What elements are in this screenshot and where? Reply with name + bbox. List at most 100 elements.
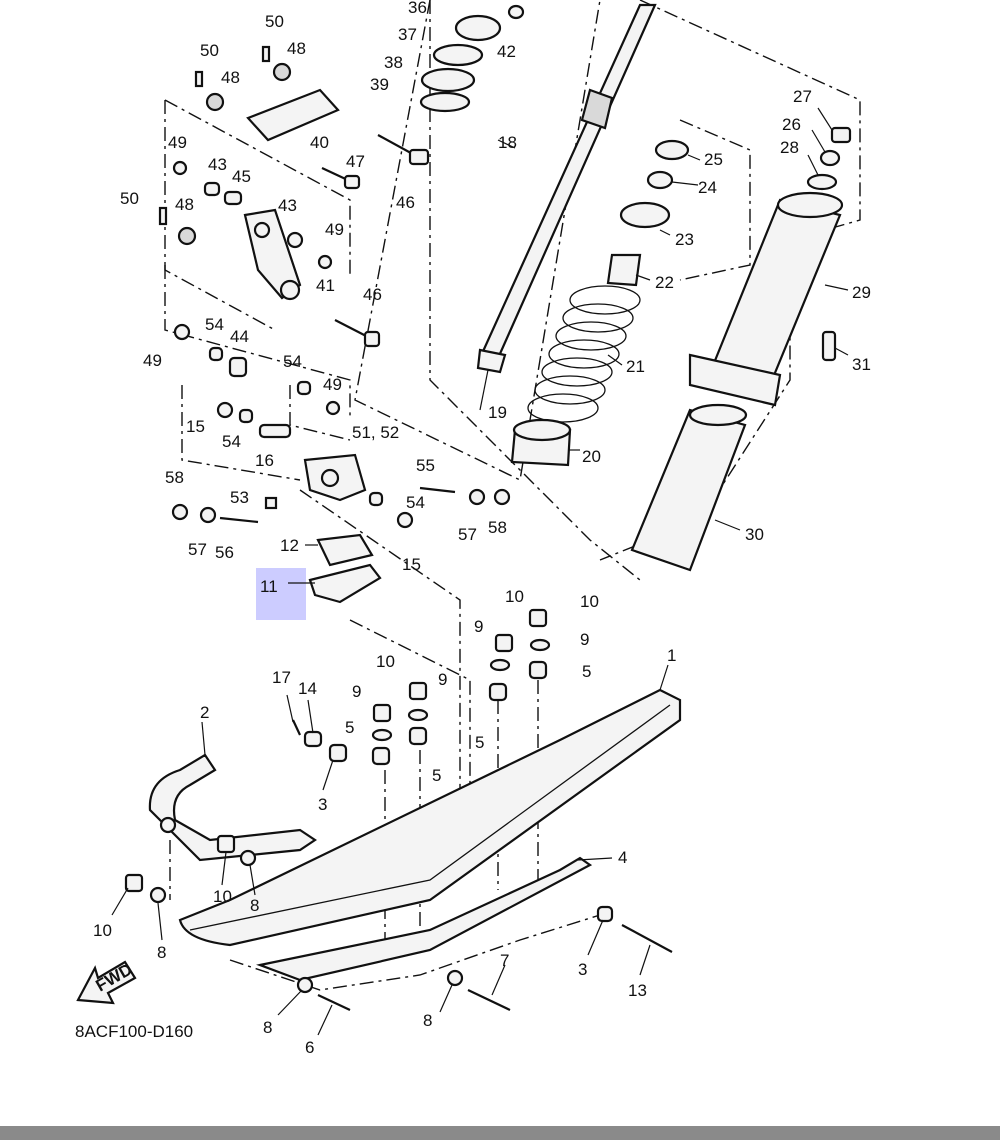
part-label-27[interactable]: 27 xyxy=(793,87,812,106)
part-label-54a[interactable]: 54 xyxy=(205,315,224,334)
part-label-23[interactable]: 23 xyxy=(675,230,694,249)
part-label-15b[interactable]: 15 xyxy=(402,555,421,574)
part-label-55[interactable]: 55 xyxy=(416,456,435,475)
part-label-5a[interactable]: 5 xyxy=(345,718,354,737)
part-label-26[interactable]: 26 xyxy=(782,115,801,134)
nut-10d xyxy=(528,608,548,628)
part-label-11[interactable]: 11 xyxy=(260,577,278,596)
part-label-49a[interactable]: 49 xyxy=(168,133,187,152)
part-label-8d[interactable]: 8 xyxy=(423,1011,432,1030)
part-label-40[interactable]: 40 xyxy=(310,133,329,152)
part-label-20[interactable]: 20 xyxy=(582,447,601,466)
part-label-58a[interactable]: 58 xyxy=(165,468,184,487)
part-label-9b[interactable]: 9 xyxy=(438,670,447,689)
part-label-50b[interactable]: 50 xyxy=(200,41,219,60)
part-label-10a[interactable]: 10 xyxy=(376,652,395,671)
part-label-37[interactable]: 37 xyxy=(398,25,417,44)
part-label-9c[interactable]: 9 xyxy=(474,617,483,636)
part-label-50a[interactable]: 50 xyxy=(265,12,284,31)
part-label-46a[interactable]: 46 xyxy=(396,193,415,212)
part-label-57b[interactable]: 57 xyxy=(458,525,477,544)
part-label-31[interactable]: 31 xyxy=(852,355,871,374)
part-label-49c[interactable]: 49 xyxy=(143,351,162,370)
part-label-24[interactable]: 24 xyxy=(698,178,717,197)
part-label-38[interactable]: 38 xyxy=(384,53,403,72)
part-label-44[interactable]: 44 xyxy=(230,327,249,346)
part-label-13[interactable]: 13 xyxy=(628,981,647,1000)
part-label-54c[interactable]: 54 xyxy=(222,432,241,451)
washer-8d xyxy=(446,969,464,987)
fwd-direction-arrow: FWD xyxy=(76,960,137,1005)
part-label-28[interactable]: 28 xyxy=(780,138,799,157)
stopper-22 xyxy=(606,253,642,287)
part-label-9d[interactable]: 9 xyxy=(580,630,589,649)
part-label-5b[interactable]: 5 xyxy=(432,766,441,785)
part-label-49b[interactable]: 49 xyxy=(325,220,344,239)
part-label-5d[interactable]: 5 xyxy=(582,662,591,681)
part-label-49d[interactable]: 49 xyxy=(323,375,342,394)
part-label-3a[interactable]: 3 xyxy=(318,795,327,814)
part-label-9a[interactable]: 9 xyxy=(352,682,361,701)
part-label-7[interactable]: 7 xyxy=(500,951,509,970)
part-label-1[interactable]: 1 xyxy=(667,646,676,665)
collar-5b xyxy=(408,726,428,746)
part-label-47[interactable]: 47 xyxy=(346,152,365,171)
part-label-3b[interactable]: 3 xyxy=(578,960,587,979)
part-label-10b[interactable]: 10 xyxy=(505,587,524,606)
part-label-4[interactable]: 4 xyxy=(618,848,627,867)
part-label-51-52[interactable]: 51, 52 xyxy=(352,423,399,442)
washer-9d xyxy=(529,638,551,652)
part-label-29[interactable]: 29 xyxy=(852,283,871,302)
part-label-16[interactable]: 16 xyxy=(255,451,274,470)
part-label-36[interactable]: 36 xyxy=(408,0,427,17)
part-label-42[interactable]: 42 xyxy=(497,42,516,61)
part-label-43b[interactable]: 43 xyxy=(278,196,297,215)
part-label-14[interactable]: 14 xyxy=(298,679,317,698)
link-frame-mid xyxy=(164,265,351,420)
part-label-10e[interactable]: 10 xyxy=(93,921,112,940)
part-label-54b[interactable]: 54 xyxy=(283,352,302,371)
part-label-19[interactable]: 19 xyxy=(488,403,507,422)
part-label-5c[interactable]: 5 xyxy=(475,733,484,752)
part-label-10d[interactable]: 10 xyxy=(213,887,232,906)
part-label-39[interactable]: 39 xyxy=(370,75,389,94)
washer-26 xyxy=(819,149,841,167)
bushing-54a xyxy=(208,346,224,362)
part-label-41[interactable]: 41 xyxy=(316,276,335,295)
nut-10a xyxy=(372,703,392,723)
part-label-8a[interactable]: 8 xyxy=(157,943,166,962)
part-label-22[interactable]: 22 xyxy=(655,273,674,292)
bushing-54b xyxy=(296,380,312,396)
part-label-45[interactable]: 45 xyxy=(232,167,251,186)
part-label-2[interactable]: 2 xyxy=(200,703,209,722)
part-label-56[interactable]: 56 xyxy=(215,543,234,562)
collar-44 xyxy=(228,356,248,378)
part-label-57a[interactable]: 57 xyxy=(188,540,207,559)
part-label-48a[interactable]: 48 xyxy=(287,39,306,58)
part-label-6[interactable]: 6 xyxy=(305,1038,314,1057)
part-label-17[interactable]: 17 xyxy=(272,668,291,687)
part-label-12[interactable]: 12 xyxy=(280,536,299,555)
part-label-53[interactable]: 53 xyxy=(230,488,249,507)
part-label-10c[interactable]: 10 xyxy=(580,592,599,611)
part-label-8c[interactable]: 8 xyxy=(263,1018,272,1037)
part-label-8b[interactable]: 8 xyxy=(250,896,259,915)
diagram-code: 8ACF100-D160 xyxy=(75,1022,193,1041)
part-label-48c[interactable]: 48 xyxy=(175,195,194,214)
part-label-21[interactable]: 21 xyxy=(626,357,645,376)
part-label-54d[interactable]: 54 xyxy=(406,493,425,512)
part-label-43a[interactable]: 43 xyxy=(208,155,227,174)
cap-25 xyxy=(654,139,690,161)
washer-49a xyxy=(172,160,188,176)
part-label-18[interactable]: 18 xyxy=(498,133,517,152)
boot-30 xyxy=(630,408,747,572)
nut-27 xyxy=(830,126,852,144)
part-label-15a[interactable]: 15 xyxy=(186,417,205,436)
part-label-48b[interactable]: 48 xyxy=(221,68,240,87)
part-label-25[interactable]: 25 xyxy=(704,150,723,169)
part-label-30[interactable]: 30 xyxy=(745,525,764,544)
part-label-50c[interactable]: 50 xyxy=(120,189,139,208)
part-label-58b[interactable]: 58 xyxy=(488,518,507,537)
spring-seat-36 xyxy=(454,14,502,42)
part-label-46b[interactable]: 46 xyxy=(363,285,382,304)
